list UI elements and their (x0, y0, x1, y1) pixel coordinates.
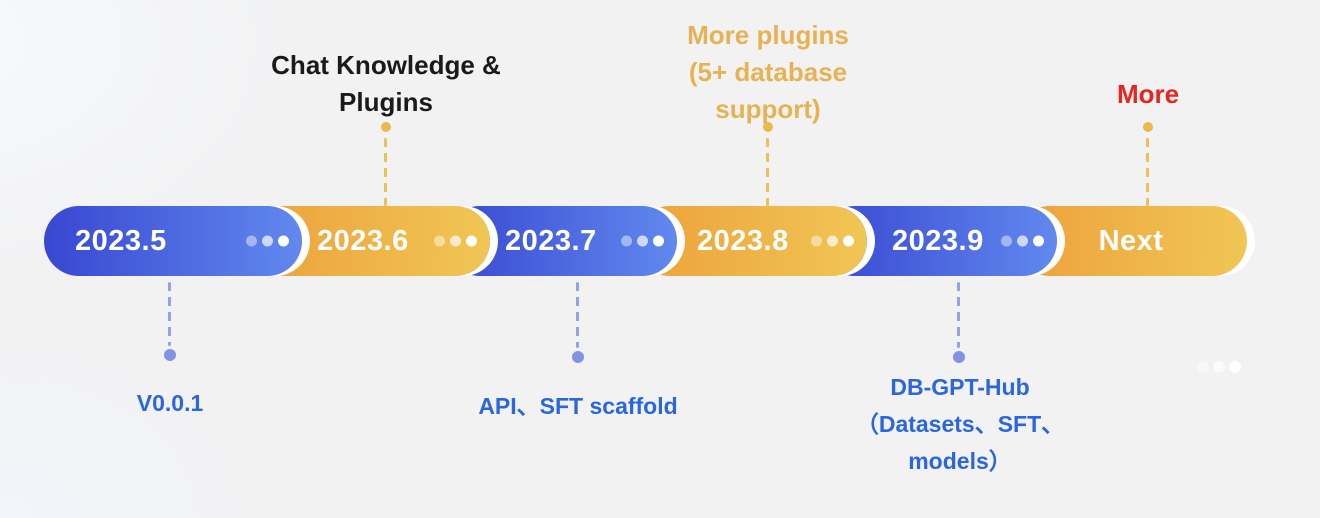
ellipsis-dot (466, 235, 477, 247)
connector-dashed-line (384, 138, 387, 206)
annotation-v001: V0.0.1 (136, 390, 204, 416)
segment-ellipsis (1001, 235, 1044, 247)
ellipsis-dot (278, 235, 289, 247)
ellipsis-dot (1229, 361, 1241, 373)
connector-dashed-line (1146, 138, 1149, 206)
annotation-more: More (1116, 79, 1180, 109)
segment-ellipsis (811, 235, 854, 247)
timeline-segment-2023-7: 2023.7 (445, 206, 677, 276)
connector-dot (164, 349, 176, 361)
segment-label: 2023.8 (697, 225, 789, 257)
annotation-api-sft-scaffold: API、SFT scaffold (478, 393, 678, 419)
connector-dot (1143, 122, 1153, 132)
ellipsis-dot (1213, 361, 1225, 373)
background-ellipsis (1197, 361, 1241, 373)
annotation-db-gpt-hub: DB-GPT-Hub （Datasets、SFT、 models） (855, 374, 1065, 474)
segment-ellipsis (621, 235, 664, 247)
segment-label: 2023.7 (505, 225, 597, 257)
connector-dot (763, 122, 773, 132)
connector-dashed-line (576, 282, 579, 348)
segment-ellipsis (246, 235, 289, 247)
ellipsis-dot (262, 235, 273, 247)
annotation-more-plugins: More plugins (5+ database support) (687, 20, 849, 124)
segment-label: 2023.5 (75, 225, 167, 257)
connector-dot (953, 351, 965, 363)
ellipsis-dot (450, 235, 461, 247)
timeline-segment-2023-5: 2023.5 (44, 206, 302, 276)
connector-dot (381, 122, 391, 132)
ellipsis-dot (434, 235, 445, 247)
ellipsis-dot (1017, 235, 1028, 247)
ellipsis-dot (637, 235, 648, 247)
ellipsis-dot (811, 235, 822, 247)
segment-label: 2023.6 (317, 225, 409, 257)
connector-dashed-line (766, 138, 769, 206)
ellipsis-dot (653, 235, 664, 247)
segment-ellipsis (434, 235, 477, 247)
ellipsis-dot (1197, 361, 1209, 373)
connector-dashed-line (168, 282, 171, 346)
ellipsis-dot (1001, 235, 1012, 247)
ellipsis-dot (246, 235, 257, 247)
connector-dot (572, 351, 584, 363)
ellipsis-dot (843, 235, 854, 247)
ellipsis-dot (1033, 235, 1044, 247)
ellipsis-dot (827, 235, 838, 247)
segment-label: 2023.9 (892, 225, 984, 257)
ellipsis-dot (621, 235, 632, 247)
connector-dashed-line (957, 282, 960, 348)
segment-label: Next (1098, 225, 1164, 257)
annotation-chat-knowledge-plugins: Chat Knowledge & Plugins (271, 50, 501, 117)
